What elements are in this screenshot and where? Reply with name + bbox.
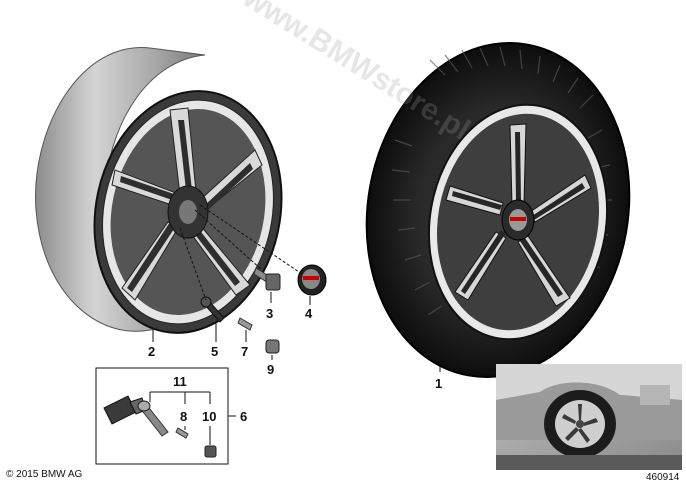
callout-8: 8 <box>180 409 187 424</box>
hub-cap-illustration <box>297 264 327 296</box>
bolt-illustration <box>253 267 281 291</box>
vehicle-photo-inset <box>496 364 682 470</box>
callout-2: 2 <box>148 344 155 359</box>
diagram-id: 460914 <box>646 472 680 483</box>
callout-5: 5 <box>211 344 218 359</box>
part-7-illustration <box>237 317 253 331</box>
copyright-text: © 2015 BMW AG <box>6 469 83 480</box>
callout-7: 7 <box>241 344 248 359</box>
callout-6: 6 <box>240 409 247 424</box>
tpms-sensor-illustration <box>103 395 217 458</box>
leader-lines <box>179 204 303 301</box>
complete-wheel-illustration <box>365 42 631 378</box>
callout-11: 11 <box>173 374 187 389</box>
callout-4: 4 <box>305 306 313 321</box>
rim-illustration <box>35 47 283 334</box>
callout-10: 10 <box>202 409 216 424</box>
part-9-illustration <box>265 339 280 354</box>
callout-3: 3 <box>266 306 273 321</box>
tpms-callout-lines <box>149 391 236 445</box>
valve-illustration <box>200 296 225 323</box>
callout-9: 9 <box>267 362 274 377</box>
callout-1: 1 <box>435 376 442 391</box>
